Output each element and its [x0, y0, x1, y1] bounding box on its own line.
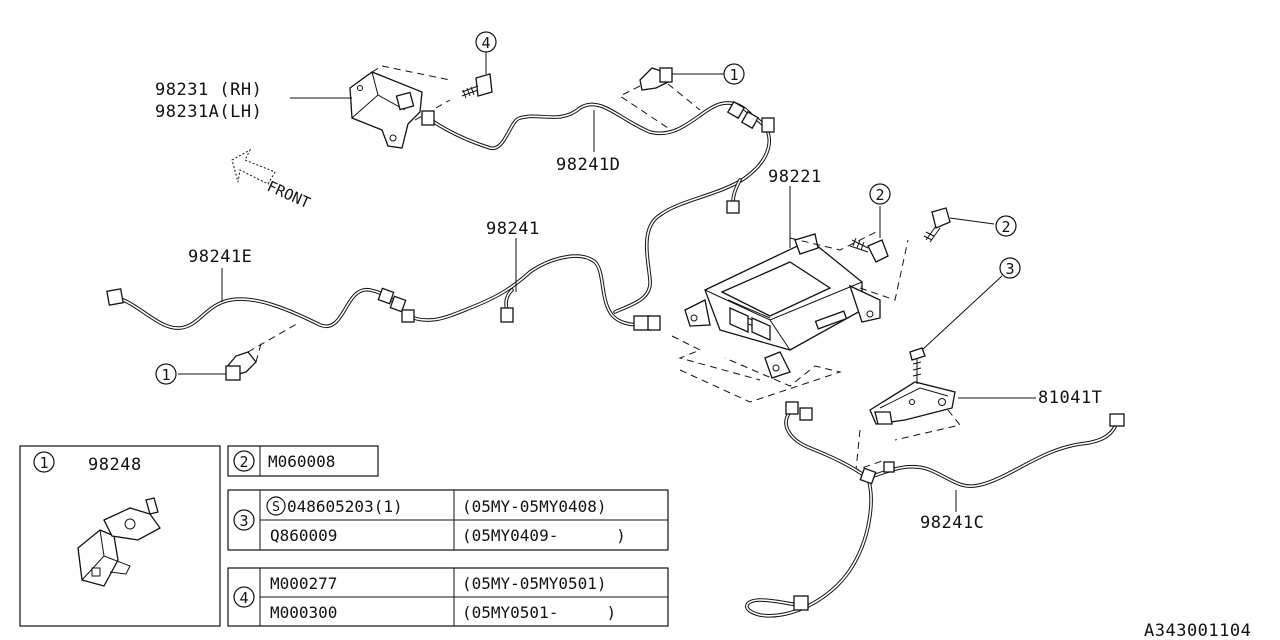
- ref-number: 4: [481, 34, 490, 52]
- legend-part-m000300: M000300: [270, 603, 337, 622]
- bolt-2-left: [849, 237, 889, 263]
- ref-circle-2-left: 2: [869, 183, 891, 205]
- bolt-4: [461, 73, 493, 99]
- ref-number: 3: [239, 512, 248, 530]
- label-98241e: 98241E: [188, 247, 252, 267]
- legend-box-2: 2 M060008: [227, 445, 379, 477]
- ref-number: 1: [729, 66, 738, 84]
- ref-circle-1-lower: 1: [155, 363, 177, 385]
- label-98231a-lh: 98231A(LH): [155, 102, 262, 122]
- legend-applicability: (05MY0409- ): [462, 526, 626, 545]
- harness-98241d: [421, 100, 760, 150]
- diagram-id: A343001104: [1144, 621, 1251, 640]
- bracket-98231: [349, 71, 423, 149]
- ref-number: 2: [1001, 218, 1010, 236]
- legend-part-048605203: 048605203(1): [287, 497, 403, 516]
- harness-98241c: [745, 401, 1125, 618]
- legend-applicability: (05MY-05MY0501): [462, 574, 607, 593]
- label-98231-rh: 98231 (RH): [155, 80, 262, 100]
- label-81041t: 81041T: [1038, 388, 1102, 408]
- front-arrow: FRONT: [231, 148, 313, 212]
- clip-1-top: [639, 67, 673, 91]
- legend-part-98248: 98248: [88, 455, 142, 475]
- ref-circle-2-right: 2: [995, 215, 1017, 237]
- harness-98241: [106, 254, 661, 331]
- legend-part-q860009: Q860009: [270, 526, 337, 545]
- ref-number: 3: [1005, 260, 1014, 278]
- harness-link: [613, 117, 775, 314]
- ref-circle-3: 3: [999, 257, 1021, 279]
- sensor-81041t: [869, 381, 956, 425]
- ref-circle-4: 4: [475, 31, 497, 53]
- legend-box-1: 1 98248: [19, 445, 221, 627]
- ref-number: 2: [875, 186, 884, 204]
- legend-row-prefix: S: [272, 500, 280, 515]
- legend-part-m060008: M060008: [268, 452, 335, 471]
- legend-part-m000277: M000277: [270, 574, 337, 593]
- label-98221: 98221: [768, 167, 822, 187]
- legend-applicability: (05MY-05MY0408): [462, 497, 607, 516]
- label-98241c: 98241C: [920, 513, 984, 533]
- screw-3: [909, 347, 926, 384]
- clip-1-lower: [225, 351, 257, 381]
- ref-number: 4: [239, 589, 248, 607]
- ref-number: 2: [239, 453, 248, 471]
- ref-number: 1: [161, 366, 170, 384]
- control-unit-98221: [684, 233, 881, 379]
- label-98241d: 98241D: [556, 155, 620, 175]
- clip-98248-illustration: [77, 497, 161, 587]
- front-label: FRONT: [264, 177, 313, 212]
- legend-box-3: 3 S 048605203(1) (05MY-05MY0408) Q860009…: [227, 489, 669, 551]
- ref-circle-1-top: 1: [723, 63, 745, 85]
- label-98241: 98241: [486, 219, 540, 239]
- legend-applicability: (05MY0501- ): [462, 603, 616, 622]
- legend-box-4: 4 M000277 (05MY-05MY0501) M000300 (05MY0…: [227, 567, 669, 627]
- bolt-2-right: [923, 207, 951, 243]
- ref-number: 1: [39, 454, 48, 472]
